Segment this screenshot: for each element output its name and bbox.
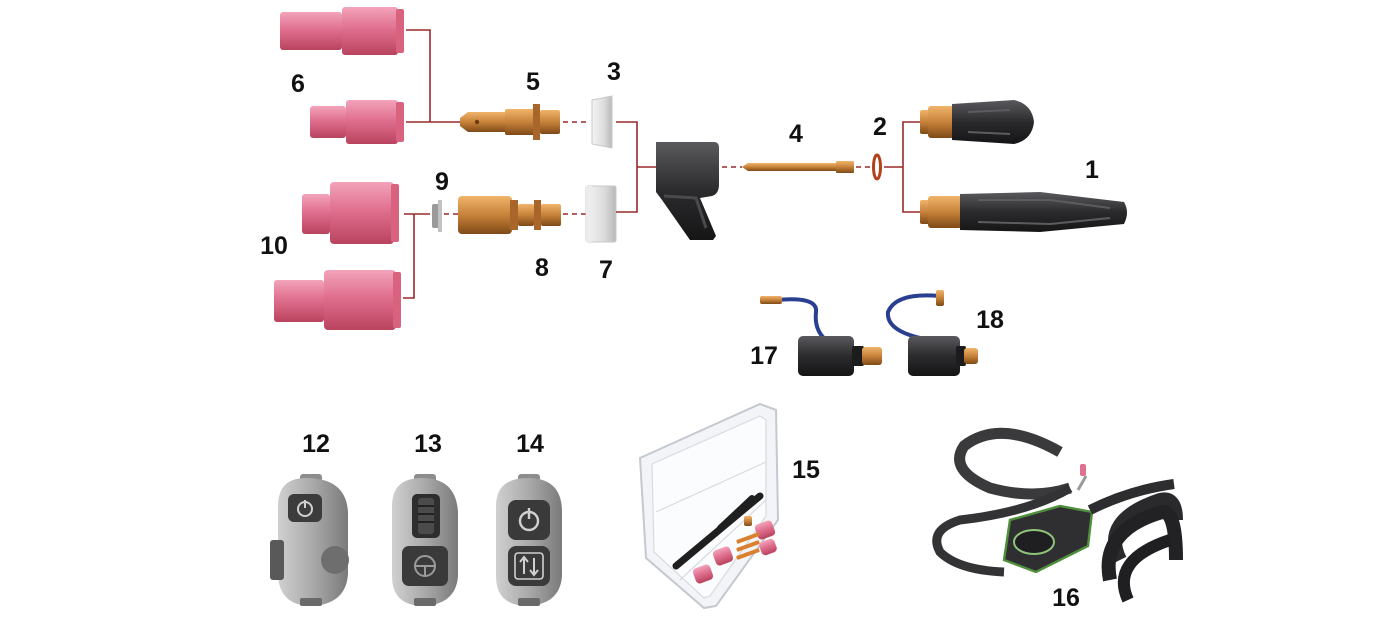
o-ring-2	[872, 153, 882, 181]
label-6: 6	[291, 70, 305, 98]
label-3: 3	[607, 58, 621, 86]
label-8: 8	[535, 254, 549, 282]
label-9: 9	[435, 168, 449, 196]
washer-9	[432, 200, 442, 232]
label-18: 18	[976, 306, 1004, 334]
consumables-kit-15	[638, 402, 780, 610]
switch-14	[496, 474, 562, 606]
back-cap-short-1	[920, 100, 1034, 144]
label-10: 10	[260, 232, 288, 260]
leader-2	[884, 121, 920, 213]
power-icon	[508, 500, 550, 540]
label-13: 13	[414, 430, 442, 458]
gas-lens-8	[458, 196, 561, 234]
power-icon	[288, 494, 322, 522]
switch-12	[270, 474, 349, 606]
ceramic-nozzle-6b	[310, 100, 404, 144]
label-2: 2	[873, 113, 887, 141]
label-4: 4	[789, 120, 803, 148]
scroll-wheel-icon	[412, 494, 440, 538]
label-1: 1	[1085, 156, 1099, 184]
label-15: 15	[792, 456, 820, 484]
label-17: 17	[750, 342, 778, 370]
leader-10	[403, 213, 430, 299]
ceramic-nozzle-10a	[302, 182, 399, 244]
ceramic-nozzle-10b	[274, 270, 401, 330]
back-cap-long-1	[920, 192, 1127, 232]
label-5: 5	[526, 68, 540, 96]
up-down-arrows-icon	[508, 546, 550, 586]
adapter-17	[760, 296, 882, 376]
torch-cable-16	[932, 427, 1183, 603]
label-7: 7	[599, 256, 613, 284]
collet-body-5	[460, 104, 560, 140]
label-12: 12	[302, 430, 330, 458]
collet-4	[742, 161, 854, 173]
insulator-7	[585, 185, 617, 243]
label-14: 14	[516, 430, 544, 458]
switch-13	[392, 474, 458, 606]
ceramic-nozzle-6a	[280, 7, 404, 55]
insulator-3	[591, 95, 613, 149]
torch-head	[656, 142, 719, 240]
adapter-18	[885, 290, 978, 376]
leader-6	[406, 29, 462, 123]
label-16: 16	[1052, 584, 1080, 612]
leader-3-7	[616, 121, 656, 213]
